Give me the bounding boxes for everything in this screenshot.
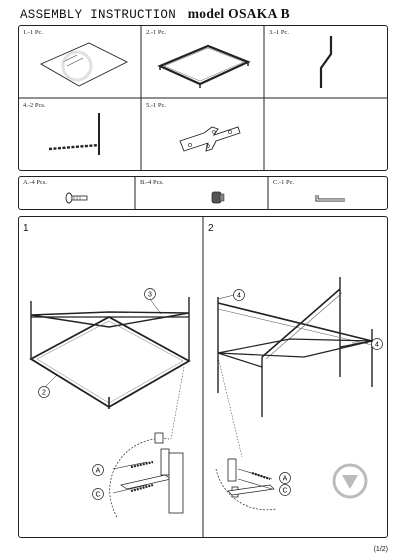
- part-3-cell: 3.-1 Pc.: [265, 26, 389, 99]
- nut-icon: [211, 191, 225, 204]
- part-1-label: 1.-1 Pc.: [23, 29, 44, 36]
- step-1-callout-3-text: 3: [148, 292, 152, 299]
- step-2-callout-a: A: [279, 472, 291, 484]
- step-2-number: 2: [208, 223, 214, 234]
- step-2-callout-a-text: A: [283, 476, 288, 483]
- model-name: model OSAKA B: [187, 6, 290, 21]
- bolt-icon: [65, 192, 88, 204]
- document-title: ASSEMBLY INSTRUCTION model OSAKA B: [20, 6, 290, 24]
- step-1-callout-2: 2: [38, 386, 50, 398]
- support-bar-drawing: [48, 113, 100, 155]
- part-1-cell: 1.-1 Pc.: [19, 26, 142, 99]
- step-1-callout-a: A: [92, 464, 104, 476]
- hardware-grid-lines: [134, 176, 269, 210]
- page-number: (1/2): [373, 546, 388, 553]
- step-2-panel: 2: [204, 217, 389, 539]
- watermark-icon: [332, 463, 368, 499]
- frame-drawing: [157, 44, 251, 88]
- part-4-cell: 4.-2 Pcs.: [19, 99, 142, 172]
- step-1-number: 1: [23, 223, 29, 234]
- hardware-a-cell: A.-4 Pcs.: [19, 177, 136, 211]
- part-2-cell: 2.-1 Pc.: [142, 26, 265, 99]
- part-4-label: 4.-2 Pcs.: [23, 102, 46, 109]
- step-1-callout-2-text: 2: [42, 390, 46, 397]
- step-1-callout-c-text: C: [95, 492, 100, 499]
- parts-grid-lines: [18, 25, 388, 171]
- step-2-callout-4-right-text: 4: [375, 342, 379, 349]
- step-1-callout-3: 3: [144, 288, 156, 300]
- part-3-label: 3.-1 Pc.: [269, 29, 290, 36]
- leg-drawing: [319, 36, 333, 88]
- glass-top-drawing: [40, 42, 129, 87]
- part-empty-cell: [265, 99, 389, 172]
- connector-plate-drawing: [179, 126, 241, 152]
- hardware-c-label: C.-1 Pc.: [273, 179, 295, 186]
- title-text: ASSEMBLY INSTRUCTION: [20, 8, 177, 22]
- part-5-cell: 5.-1 Pc.: [142, 99, 265, 172]
- step-2-callout-4-right: 4: [371, 338, 383, 350]
- steps-divider: [202, 216, 204, 538]
- step-1-drawing: [29, 294, 191, 518]
- steps-box: 1: [18, 216, 388, 538]
- hardware-c-cell: C.-1 Pc.: [269, 177, 389, 211]
- step-1-callout-a-text: A: [96, 468, 101, 475]
- step-1-callout-c: C: [92, 488, 104, 500]
- step-2-callout-c: C: [279, 484, 291, 496]
- step-2-callout-4-top: 4: [233, 289, 245, 301]
- hardware-box: A.-4 Pcs. B.-4 Pcs. C.-1 Pc.: [18, 176, 388, 210]
- step-1-panel: 1: [19, 217, 204, 539]
- part-5-label: 5.-1 Pc.: [146, 102, 167, 109]
- part-2-label: 2.-1 Pc.: [146, 29, 167, 36]
- hardware-b-cell: B.-4 Pcs.: [136, 177, 269, 211]
- parts-list-box: 1.-1 Pc. 2.-1 Pc. 3.-1 Pc. 4.-2 Pcs.: [18, 25, 388, 171]
- step-2-callout-c-text: C: [282, 488, 287, 495]
- step-2-callout-4-top-text: 4: [237, 293, 241, 300]
- allen-key-icon: [315, 195, 345, 202]
- hardware-a-label: A.-4 Pcs.: [23, 179, 48, 186]
- hardware-b-label: B.-4 Pcs.: [140, 179, 164, 186]
